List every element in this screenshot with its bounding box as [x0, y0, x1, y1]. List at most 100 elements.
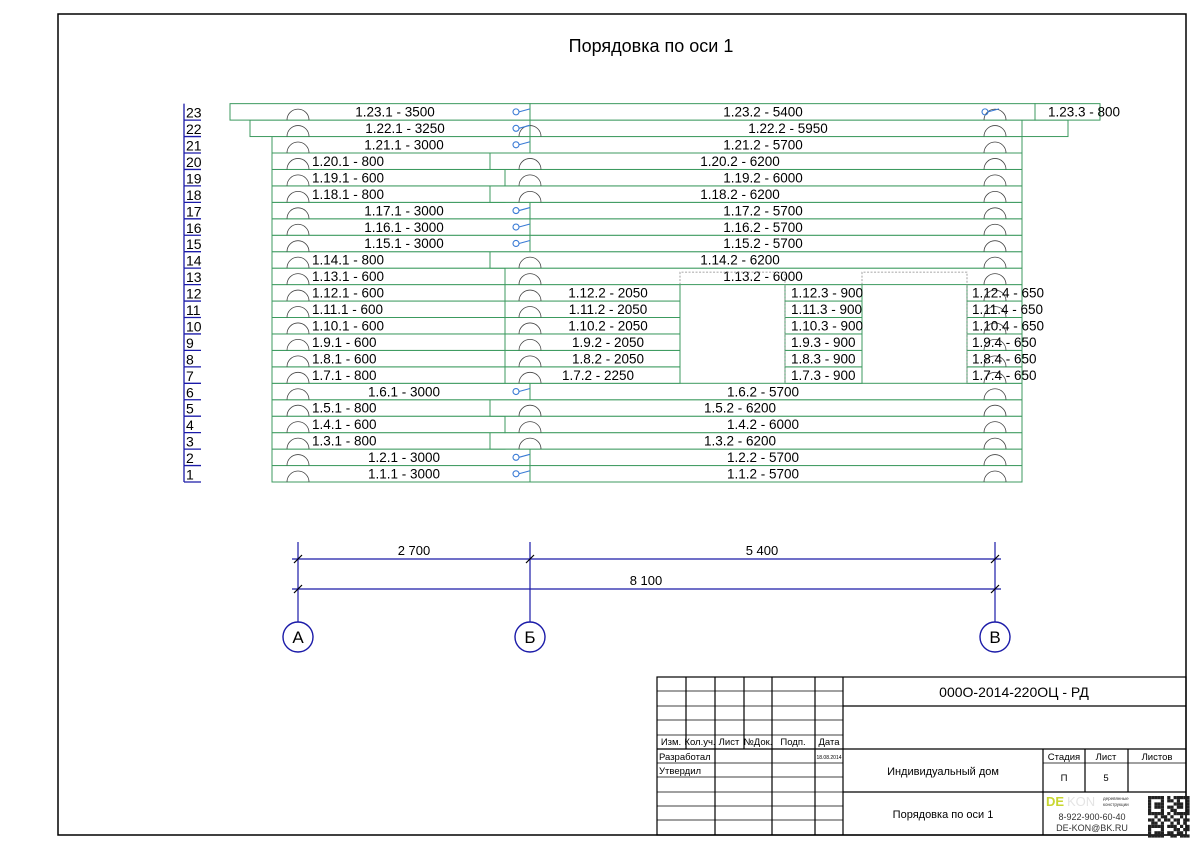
notch-mark — [983, 421, 1007, 433]
row-number-21: 21 — [183, 136, 202, 154]
notch-mark — [983, 256, 1007, 269]
notch-mark — [286, 158, 310, 170]
notch-mark — [518, 322, 542, 334]
log-7-1 — [271, 366, 506, 384]
tb-sheet-title: Порядовка по оси 1 — [893, 809, 994, 821]
dowel-pin — [518, 124, 531, 129]
log-label: 1.15.1 - 3000 — [364, 236, 444, 251]
notch-mark — [286, 339, 310, 351]
axis-marker-v — [979, 621, 1011, 653]
log-label: 1.5.1 - 800 — [312, 401, 377, 416]
row-number-5: 5 — [183, 399, 201, 417]
log-label: 1.7.4 - 650 — [972, 368, 1037, 383]
log-label: 1.17.1 - 3000 — [364, 203, 444, 218]
dimension-label-total: 8 100 — [630, 573, 663, 588]
row-number-18: 18 — [183, 185, 202, 204]
log-label: 1.9.1 - 600 — [312, 335, 377, 350]
log-label: 1.8.4 - 650 — [972, 351, 1037, 366]
notch-mark — [518, 256, 542, 269]
notch-mark — [983, 454, 1007, 466]
company-phone: 8-922-900-60-40 — [1058, 812, 1125, 822]
tb-header-izm: Изм. — [661, 737, 681, 748]
row-number-label: 8 — [186, 351, 194, 367]
axis-marker-b — [514, 621, 546, 653]
row-number-16: 16 — [183, 218, 202, 236]
row-number-15: 15 — [183, 235, 202, 253]
notch-mark — [286, 306, 310, 318]
row-number-label: 3 — [186, 434, 194, 450]
notch-mark — [983, 322, 1007, 334]
row-number-label: 15 — [186, 236, 202, 252]
log-label: 1.19.2 - 6000 — [723, 170, 803, 185]
log-label: 1.18.2 - 6200 — [700, 187, 780, 202]
log-label: 1.2.1 - 3000 — [368, 450, 440, 465]
row-number-label: 9 — [186, 335, 194, 351]
tb-header-sign: Подп. — [780, 737, 805, 748]
log-label: 1.12.2 - 2050 — [568, 286, 648, 301]
log-label: 1.8.2 - 2050 — [572, 351, 644, 366]
axis-markers: А Б В — [282, 621, 1011, 653]
title-block: Изм. Кол.уч. Лист №Док. Подп. Дата Разра… — [656, 676, 1190, 838]
row-number-label: 20 — [186, 154, 202, 170]
row-number-7: 7 — [183, 366, 201, 384]
log-label: 1.3.2 - 6200 — [704, 434, 776, 449]
log-11-1 — [271, 300, 506, 318]
log-label: 1.14.2 - 6200 — [700, 253, 780, 268]
axis-marker-a — [282, 621, 314, 653]
notch-mark — [983, 289, 1007, 302]
window-opening-1 — [679, 271, 786, 384]
log-label: 1.12.4 - 650 — [972, 286, 1044, 301]
log-label: 1.8.1 - 600 — [312, 351, 377, 366]
row-number-8: 8 — [183, 350, 201, 368]
row-number-11: 11 — [183, 301, 201, 319]
row-number-label: 1 — [186, 467, 194, 483]
notch-mark — [983, 339, 1007, 351]
dowel-pin — [518, 239, 531, 245]
tb-stage-label: Стадия — [1048, 752, 1080, 763]
notch-mark — [983, 223, 1007, 236]
dowel-pin — [518, 453, 531, 458]
row-number-6: 6 — [183, 383, 201, 401]
log-19-1 — [271, 168, 506, 187]
row-number-label: 16 — [186, 220, 202, 236]
row-number-19: 19 — [183, 169, 202, 187]
notch-mark — [518, 437, 542, 450]
row-number-label: 10 — [186, 318, 202, 334]
log-9-1 — [271, 333, 506, 351]
log-label: 1.1.1 - 3000 — [368, 467, 440, 482]
row-number-2: 2 — [183, 449, 201, 467]
row-number-9: 9 — [183, 333, 201, 352]
notch-mark — [518, 158, 542, 170]
notch-mark — [983, 273, 1007, 285]
log-label: 1.10.2 - 2050 — [568, 318, 648, 333]
row-number-23: 23 — [183, 103, 202, 121]
notch-mark — [286, 437, 310, 450]
tb-sheet-value: 5 — [1103, 773, 1108, 784]
row-number-13: 13 — [183, 268, 202, 286]
notch-mark — [983, 437, 1007, 450]
notch-mark — [286, 240, 310, 252]
log-label: 1.7.2 - 2250 — [562, 368, 634, 383]
axis-label-a: А — [292, 628, 304, 647]
log-label: 1.10.1 - 600 — [312, 318, 384, 333]
notch-mark — [983, 207, 1007, 219]
notch-mark — [983, 158, 1007, 170]
log-label: 1.7.3 - 900 — [791, 368, 856, 383]
notch-mark — [286, 256, 310, 269]
tb-doc-code: 000О-2014-220ОЦ - РД — [939, 684, 1089, 700]
log-label: 1.4.1 - 600 — [312, 417, 377, 432]
notch-mark — [983, 174, 1007, 186]
notch-mark — [286, 404, 310, 417]
notch-mark — [286, 289, 310, 302]
log-label: 1.10.3 - 900 — [791, 318, 863, 333]
